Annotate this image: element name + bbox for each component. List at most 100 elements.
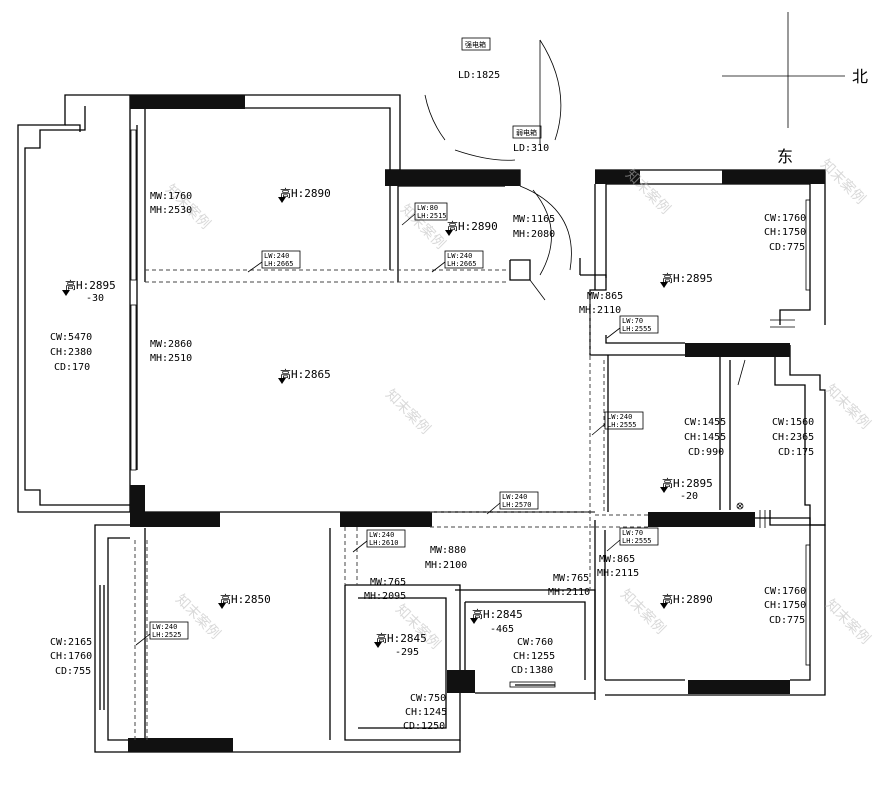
svg-text:CW:1760: CW:1760 [764,213,806,224]
room-bath-2: 高H:2845 -465 CW:760 CH:1255 CD:1380 [472,607,555,676]
beam-tags: LW:240 LH:2665 LW:240 LH:2665 LW:80 LH:2… [135,202,659,646]
beam-tag-2: LW:240 LH:2665 [431,250,484,273]
electrical-boxes: 强电箱 LD:1825 弱电箱 LD:310 [458,37,549,154]
svg-text:MW:2860: MW:2860 [150,339,192,350]
beam-tag-closet: LW:80 LH:2515 [401,202,448,226]
beam-tag-3: LW:70 LH:2555 [606,315,659,339]
svg-text:CW:760: CW:760 [517,637,553,648]
beam-tag-8: LW:240 LH:2525 [135,621,189,646]
svg-text:MW:765: MW:765 [553,573,589,584]
room-bedroom-se: 高H:2890 CW:1760 CH:1750 CD:775 [662,586,806,626]
windows [130,129,811,688]
structural-walls [128,95,825,752]
svg-text:MW:865: MW:865 [587,291,623,302]
svg-text:LH:2555: LH:2555 [622,537,652,545]
svg-text:LW:80: LW:80 [417,204,438,212]
svg-text:LW:240: LW:240 [502,493,527,501]
svg-text:CD:170: CD:170 [54,362,90,373]
svg-text:LW:240: LW:240 [607,413,632,421]
svg-text:LW:240: LW:240 [264,252,289,260]
room-bath-1: 高H:2845 -295 CW:750 CH:1245 CD:1250 [376,631,447,732]
svg-text:LH:2570: LH:2570 [502,501,532,509]
height-label: 高H:2845 [472,607,523,621]
svg-text:MW:765: MW:765 [370,577,406,588]
height-label: 高H:2895 [65,278,116,292]
room-corridor: MW:880 MH:2100 MW:765 MH:2095 MW:765 MH:… [364,545,639,602]
svg-text:CW:750: CW:750 [410,693,446,704]
svg-text:CW:1455: CW:1455 [684,417,726,428]
svg-text:MW:880: MW:880 [430,545,466,556]
height-label: 高H:2865 [280,367,331,381]
svg-text:CD:775: CD:775 [769,242,805,253]
svg-text:CH:1750: CH:1750 [764,227,806,238]
door-swings [424,39,795,528]
svg-text:-30: -30 [86,293,104,304]
beam-tag-5: LW:240 LH:2570 [486,491,539,515]
svg-text:LW:70: LW:70 [622,529,643,537]
svg-text:LH:2525: LH:2525 [152,631,182,639]
svg-text:-295: -295 [395,647,419,658]
height-label: 高H:2890 [447,219,498,233]
watermark: 知末案例 [822,596,874,648]
room-bedroom-nw: 高H:2890 MW:1760 MH:2530 [150,186,331,216]
svg-text:-20: -20 [680,491,698,502]
svg-text:LH:2515: LH:2515 [417,212,447,220]
svg-text:LW:240: LW:240 [152,623,177,631]
beam-tag-7: LW:70 LH:2555 [606,527,659,552]
height-label: 高H:2845 [376,631,427,645]
room-closet: 高H:2890 MW:1165 MH:2080 [447,214,555,240]
svg-text:CW:1560: CW:1560 [772,417,814,428]
room-balcony: 高H:2895 -30 CW:5470 CH:2380 CD:170 [50,278,116,373]
watermark: 知末案例 [822,381,874,433]
svg-text:LH:2555: LH:2555 [622,325,652,333]
room-bedroom-ne: 高H:2895 CW:1760 CH:1750 CD:775 MW:865 MH… [579,213,806,316]
svg-text:CD:775: CD:775 [769,615,805,626]
svg-text:CW:5470: CW:5470 [50,332,92,343]
svg-text:LW:240: LW:240 [369,531,394,539]
svg-text:CH:1455: CH:1455 [684,432,726,443]
height-label: 高H:2890 [662,592,713,606]
svg-text:CW:2165: CW:2165 [50,637,92,648]
svg-text:CD:1380: CD:1380 [511,665,553,676]
beam-tag-1: LW:240 LH:2665 [247,250,301,273]
strong-box-label: 强电箱 [465,40,486,49]
svg-text:MW:865: MW:865 [599,554,635,565]
svg-text:LW:240: LW:240 [447,252,472,260]
height-label: 高H:2850 [220,592,271,606]
svg-text:CD:990: CD:990 [688,447,724,458]
svg-text:MW:1760: MW:1760 [150,191,192,202]
svg-text:CH:1245: CH:1245 [405,707,447,718]
svg-text:MH:2110: MH:2110 [548,587,590,598]
compass: 北 东 [722,12,868,166]
svg-text:LW:70: LW:70 [622,317,643,325]
svg-text:CH:2365: CH:2365 [772,432,814,443]
svg-text:CD:1250: CD:1250 [403,721,445,732]
weak-box-label: 弱电箱 [516,128,537,137]
svg-text:MH:2100: MH:2100 [425,560,467,571]
svg-text:MW:1165: MW:1165 [513,214,555,225]
svg-text:MH:2115: MH:2115 [597,568,639,579]
north-label: 北 [852,67,868,86]
room-kitchen: 高H:2895 -20 CW:1455 CH:1455 CD:990 CW:15… [662,417,814,502]
watermark: 知末案例 [382,386,434,438]
height-label: 高H:2895 [662,271,713,285]
svg-text:MH:2510: MH:2510 [150,353,192,364]
svg-text:MH:2110: MH:2110 [579,305,621,316]
svg-text:LH:2665: LH:2665 [447,260,477,268]
height-label: 高H:2895 [662,476,713,490]
east-label: 东 [777,147,793,166]
room-bedroom-sw: 高H:2850 CW:2165 CH:1760 CD:755 [50,592,271,677]
svg-text:CH:1750: CH:1750 [764,600,806,611]
height-markers [62,197,668,648]
svg-text:MH:2095: MH:2095 [364,591,406,602]
svg-text:LH:2555: LH:2555 [607,421,637,429]
svg-text:LH:2665: LH:2665 [264,260,294,268]
svg-text:CH:1255: CH:1255 [513,651,555,662]
watermark: 知末案例 [622,166,674,218]
beam-lines [134,269,648,740]
svg-text:CH:2380: CH:2380 [50,347,92,358]
beam-tag-4: LW:240 LH:2555 [591,411,644,436]
svg-text:LH:2610: LH:2610 [369,539,399,547]
room-living: 高H:2865 MW:2860 MH:2510 [150,339,331,381]
